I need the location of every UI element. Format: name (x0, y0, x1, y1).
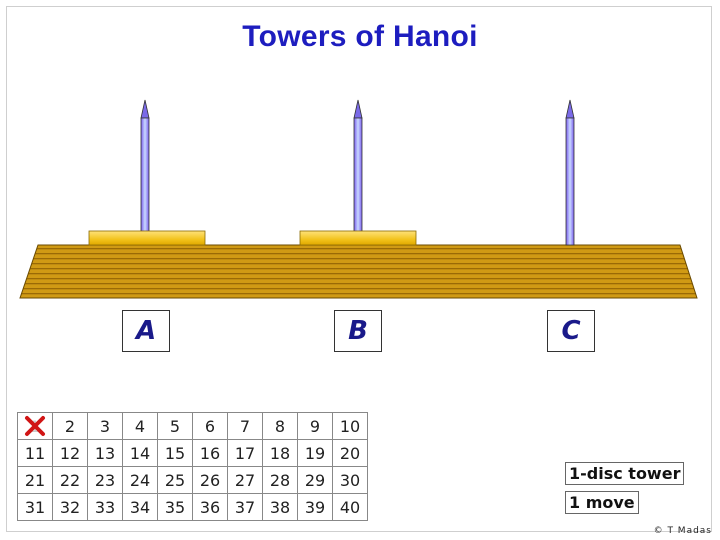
move-cell: 7 (227, 412, 263, 440)
table-row: 12345678910 (17, 412, 368, 440)
move-cell: 39 (297, 493, 333, 521)
page-title: Towers of Hanoi (242, 20, 478, 53)
move-cell: 24 (122, 466, 158, 494)
move-cell: 19 (297, 439, 333, 467)
tower-size-label: 1-disc tower (565, 462, 685, 485)
peg-label-a: A (122, 310, 170, 352)
move-cell: 38 (262, 493, 298, 521)
move-cell: 36 (192, 493, 228, 521)
move-cell: 33 (87, 493, 123, 521)
peg-b (353, 99, 363, 233)
cross-mark-icon (25, 416, 45, 436)
move-cell: 5 (157, 412, 193, 440)
move-cell: 17 (227, 439, 263, 467)
move-cell: 8 (262, 412, 298, 440)
move-cell: 18 (262, 439, 298, 467)
move-cell: 6 (192, 412, 228, 440)
move-cell: 27 (227, 466, 263, 494)
move-cell: 34 (122, 493, 158, 521)
peg-c (565, 99, 575, 246)
move-cell: 4 (122, 412, 158, 440)
peg-label-b: B (334, 310, 382, 352)
move-cell: 11 (17, 439, 53, 467)
credit-text: © T Madas (653, 526, 712, 536)
move-cell: 30 (332, 466, 368, 494)
move-cell: 28 (262, 466, 298, 494)
move-cell: 26 (192, 466, 228, 494)
move-cell: 15 (157, 439, 193, 467)
move-cell: 20 (332, 439, 368, 467)
move-cell: 14 (122, 439, 158, 467)
peg-a (140, 99, 150, 233)
base-board (19, 244, 698, 299)
move-cell: 9 (297, 412, 333, 440)
move-cell: 35 (157, 493, 193, 521)
move-cell: 2 (52, 412, 88, 440)
move-cell: 13 (87, 439, 123, 467)
move-cell: 32 (52, 493, 88, 521)
move-cell: 12 (52, 439, 88, 467)
move-cell: 37 (227, 493, 263, 521)
move-cell: 29 (297, 466, 333, 494)
slide-frame (6, 6, 712, 532)
move-cell: 23 (87, 466, 123, 494)
move-cell: 3 (87, 412, 123, 440)
disc-base-a (88, 230, 206, 246)
move-cell: 40 (332, 493, 368, 521)
disc-base-b (299, 230, 417, 246)
move-cell: 22 (52, 466, 88, 494)
move-cell: 31 (17, 493, 53, 521)
move-cell: 1 (17, 412, 53, 440)
move-cell: 10 (332, 412, 368, 440)
peg-label-c: C (547, 310, 595, 352)
move-cell: 25 (157, 466, 193, 494)
move-cell: 16 (192, 439, 228, 467)
move-cell: 21 (17, 466, 53, 494)
move-count-table: 1234567891011121314151617181920212223242… (17, 412, 368, 521)
moves-count-label: 1 move (565, 491, 639, 514)
